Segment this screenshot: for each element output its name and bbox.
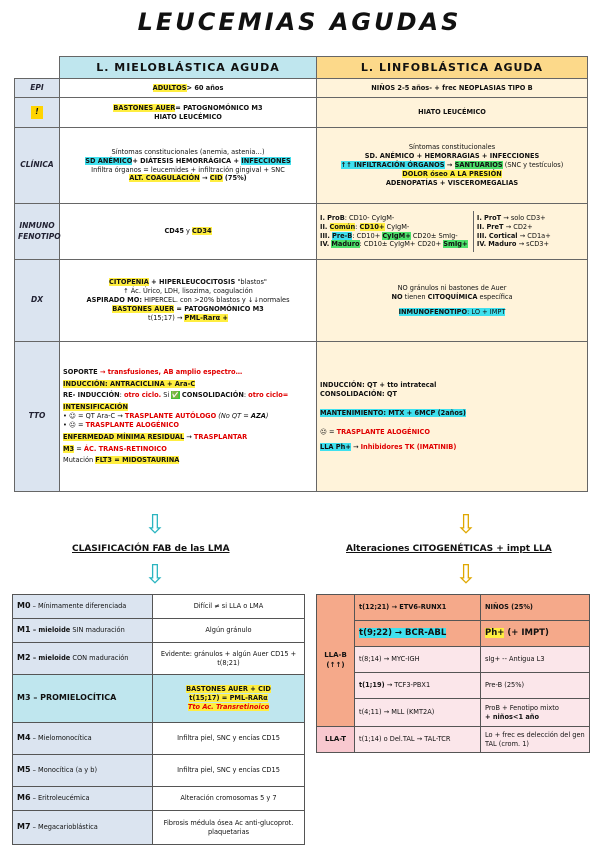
arrow-down-icon: ⇩ (455, 560, 477, 590)
clinica-linfo: Síntomas constitucionales SD. ANÉMICO + … (316, 127, 588, 204)
linfo-b-subtypes: I. ProB: CD10- CyIgM- II. Común: CD10+ C… (317, 210, 474, 253)
table-row: LLA-B(↑↑) t(12;21) → ETV6-RUNX1 NIÑOS (2… (316, 594, 590, 727)
row-label-clinica: CLÍNICA (14, 127, 60, 204)
row-label-epi: EPI (14, 78, 60, 98)
table-row: M4 – Mielomonocítica Infiltra piel, SNC … (12, 722, 305, 755)
arrow-down-icon: ⇩ (455, 510, 477, 540)
table-row: M0 – Mínimamente diferenciada Difícil ≠ … (12, 594, 305, 619)
header-mielo: L. MIELOBLÁSTICA AGUDA (59, 56, 317, 79)
row-label-tto: TTO (14, 341, 60, 492)
tto-mielo: SOPORTE → transfusiones, AB amplio espec… (59, 341, 317, 492)
table-row: M2 – mieloide CON maduración Evidente: g… (12, 642, 305, 675)
clinica-mielo: Síntomas constitucionales (anemia, asten… (59, 127, 317, 204)
group-lla-b: LLA-B(↑↑) (316, 594, 355, 727)
table-row: M5 – Monocítica (a y b) Infiltra piel, S… (12, 754, 305, 787)
row-label-dx: DX (14, 259, 60, 342)
table-row: M7 – Megacarioblástica Fibrosis médula ó… (12, 810, 305, 845)
warn-linfo: HIATO LEUCÉMICO (316, 97, 588, 128)
table-row: t(8;14) → MYC-IGH sIg+ -- Antigua L3 (317, 646, 590, 673)
fab-heading: CLASIFICACIÓN FAB de las LMA (72, 544, 230, 554)
warning-icon: ! (31, 106, 43, 119)
table-row: M1 – mieloide SIN maduración Algún gránu… (12, 618, 305, 643)
inmuno-mielo: CD45 y CD34 (59, 203, 317, 260)
table-row: t(9;22) → BCR-ABL Ph+ (+ IMPT) (317, 620, 590, 647)
cito-heading: Alteraciones CITOGENÉTICAS + impt LLA (346, 544, 552, 554)
table-row: LLA-T t(1;14) o Del.TAL → TAL-TCR Lo + f… (316, 726, 590, 753)
header-linfo: L. LINFOBLÁSTICA AGUDA (316, 56, 588, 79)
comparison-table: L. MIELOBLÁSTICA AGUDA L. LINFOBLÁSTICA … (14, 56, 588, 492)
epi-mielo: ADULTOS> 60 años (59, 78, 317, 98)
fab-table: M0 – Mínimamente diferenciada Difícil ≠ … (12, 594, 305, 845)
dx-mielo: CITOPENIA + HIPERLEUCOCITOSIS "blastos" … (59, 259, 317, 342)
table-row: M3 – PROMIELOCÍTICA BASTONES AUER + CID … (12, 674, 305, 723)
arrow-down-icon: ⇩ (144, 560, 166, 590)
row-label-warning: ! (14, 97, 60, 128)
inmuno-linfo: I. ProB: CD10- CyIgM- II. Común: CD10+ C… (316, 203, 588, 260)
page-title: LEUCEMIAS AGUDAS (137, 8, 462, 36)
epi-linfo: NIÑOS 2-5 años- + frec NEOPLASIAS TIPO B (316, 78, 588, 98)
cytogenetics-table: LLA-B(↑↑) t(12;21) → ETV6-RUNX1 NIÑOS (2… (316, 594, 590, 753)
tto-linfo: INDUCCIÓN: QT + tto intratecal CONSOLIDA… (316, 341, 588, 492)
table-row: t(1;19) → TCF3-PBX1 Pre-B (25%) (317, 672, 590, 699)
table-row: t(4;11) → MLL (KMT2A) ProB + Fenotipo mi… (317, 698, 590, 727)
warn-mielo: BASTONES AUER= PATOGNOMÓNICO M3 HIATO LE… (59, 97, 317, 128)
group-lla-t: LLA-T (316, 726, 355, 753)
dx-linfo: NO gránulos ni bastones de Auer NO tiene… (316, 259, 588, 342)
arrow-down-icon: ⇩ (144, 510, 166, 540)
table-row: M6 – Eritroleucémica Alteración cromosom… (12, 786, 305, 811)
linfo-t-subtypes: I. ProT → solo CD3+ II. PreT → CD2+ III.… (476, 213, 551, 249)
